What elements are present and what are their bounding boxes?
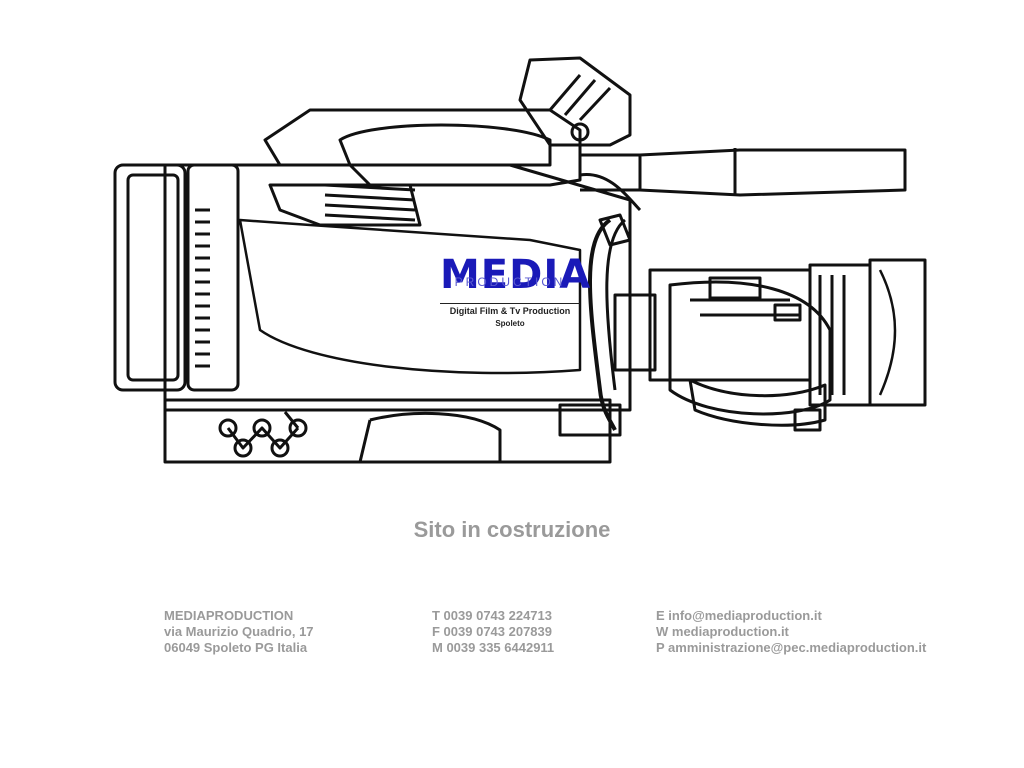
company-street: via Maurizio Quadrio, 17 (164, 624, 314, 639)
brand-logo: MEDIA PRODUCTION Digital Film & Tv Produ… (440, 252, 592, 335)
brand-name: MEDIA (440, 252, 592, 298)
fax-number: F 0039 0743 207839 (432, 624, 552, 639)
email-contact: E info@mediaproduction.it (656, 608, 822, 623)
mobile-number: M 0039 335 6442911 (432, 640, 555, 655)
website-contact: W mediaproduction.it (656, 624, 789, 639)
pec-contact: P amministrazione@pec.mediaproduction.it (656, 640, 927, 655)
brand-tagline: Digital Film & Tv Production (440, 303, 580, 316)
footer-address: MEDIAPRODUCTION via Maurizio Quadrio, 17… (164, 608, 314, 656)
footer-contacts: E info@mediaproduction.it W mediaproduct… (656, 608, 926, 656)
company-city: 06049 Spoleto PG Italia (164, 640, 308, 655)
phone-number: T 0039 0743 224713 (432, 608, 552, 623)
camera-illustration (113, 56, 927, 464)
company-name: MEDIAPRODUCTION (164, 608, 294, 623)
brand-sub: PRODUCTION (454, 275, 566, 289)
brand-city: Spoleto (495, 319, 525, 328)
footer-phones: T 0039 0743 224713 F 0039 0743 207839 M … (432, 608, 554, 656)
status-message: Sito in costruzione (413, 517, 611, 542)
